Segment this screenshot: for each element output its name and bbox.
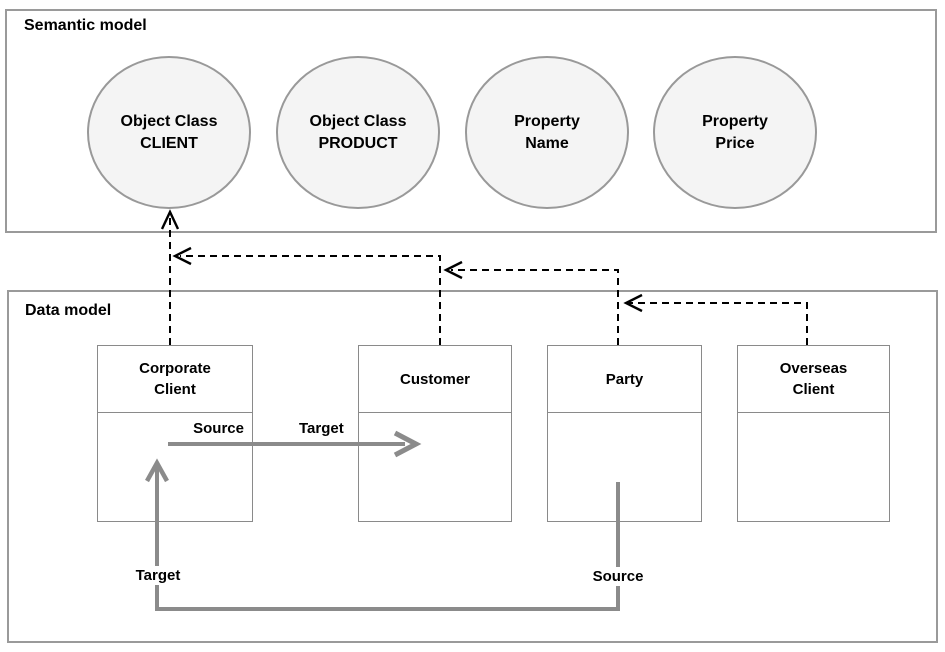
entity-attributes-section [548, 413, 701, 521]
entity-name: Overseas Client [738, 346, 889, 413]
data-model-title: Data model [25, 302, 112, 319]
target-label-party-to-corporate: Target [125, 566, 191, 585]
entity-attributes-section [359, 413, 511, 521]
entity-party: Party [547, 345, 702, 522]
semantic-model-title: Semantic model [24, 17, 147, 34]
entity-customer: Customer [358, 345, 512, 522]
source-label-party-to-corporate: Source [583, 567, 653, 586]
node-label: Object Class CLIENT [120, 112, 218, 152]
target-label-corporate-to-customer: Target [299, 420, 344, 437]
entity-attributes-section [738, 413, 889, 521]
node-label: Property Name [514, 112, 580, 152]
source-label-corporate-to-customer: Source [193, 420, 244, 437]
entity-name: Customer [359, 346, 511, 413]
node-label: Object Class PRODUCT [309, 112, 407, 152]
entity-overseas-client: Overseas Client [737, 345, 890, 522]
node-label: Property Price [702, 112, 768, 152]
semantic-node-object-class-product: Object Class PRODUCT [276, 56, 440, 209]
semantic-node-property-name: Property Name [465, 56, 629, 209]
arrowhead-left-to-corporate-line [172, 246, 192, 266]
semantic-node-object-class-client: Object Class CLIENT [87, 56, 251, 209]
entity-name: Party [548, 346, 701, 413]
arrowhead-left-to-customer-line [443, 260, 463, 280]
semantic-node-property-price: Property Price [653, 56, 817, 209]
entity-name: Corporate Client [98, 346, 252, 413]
